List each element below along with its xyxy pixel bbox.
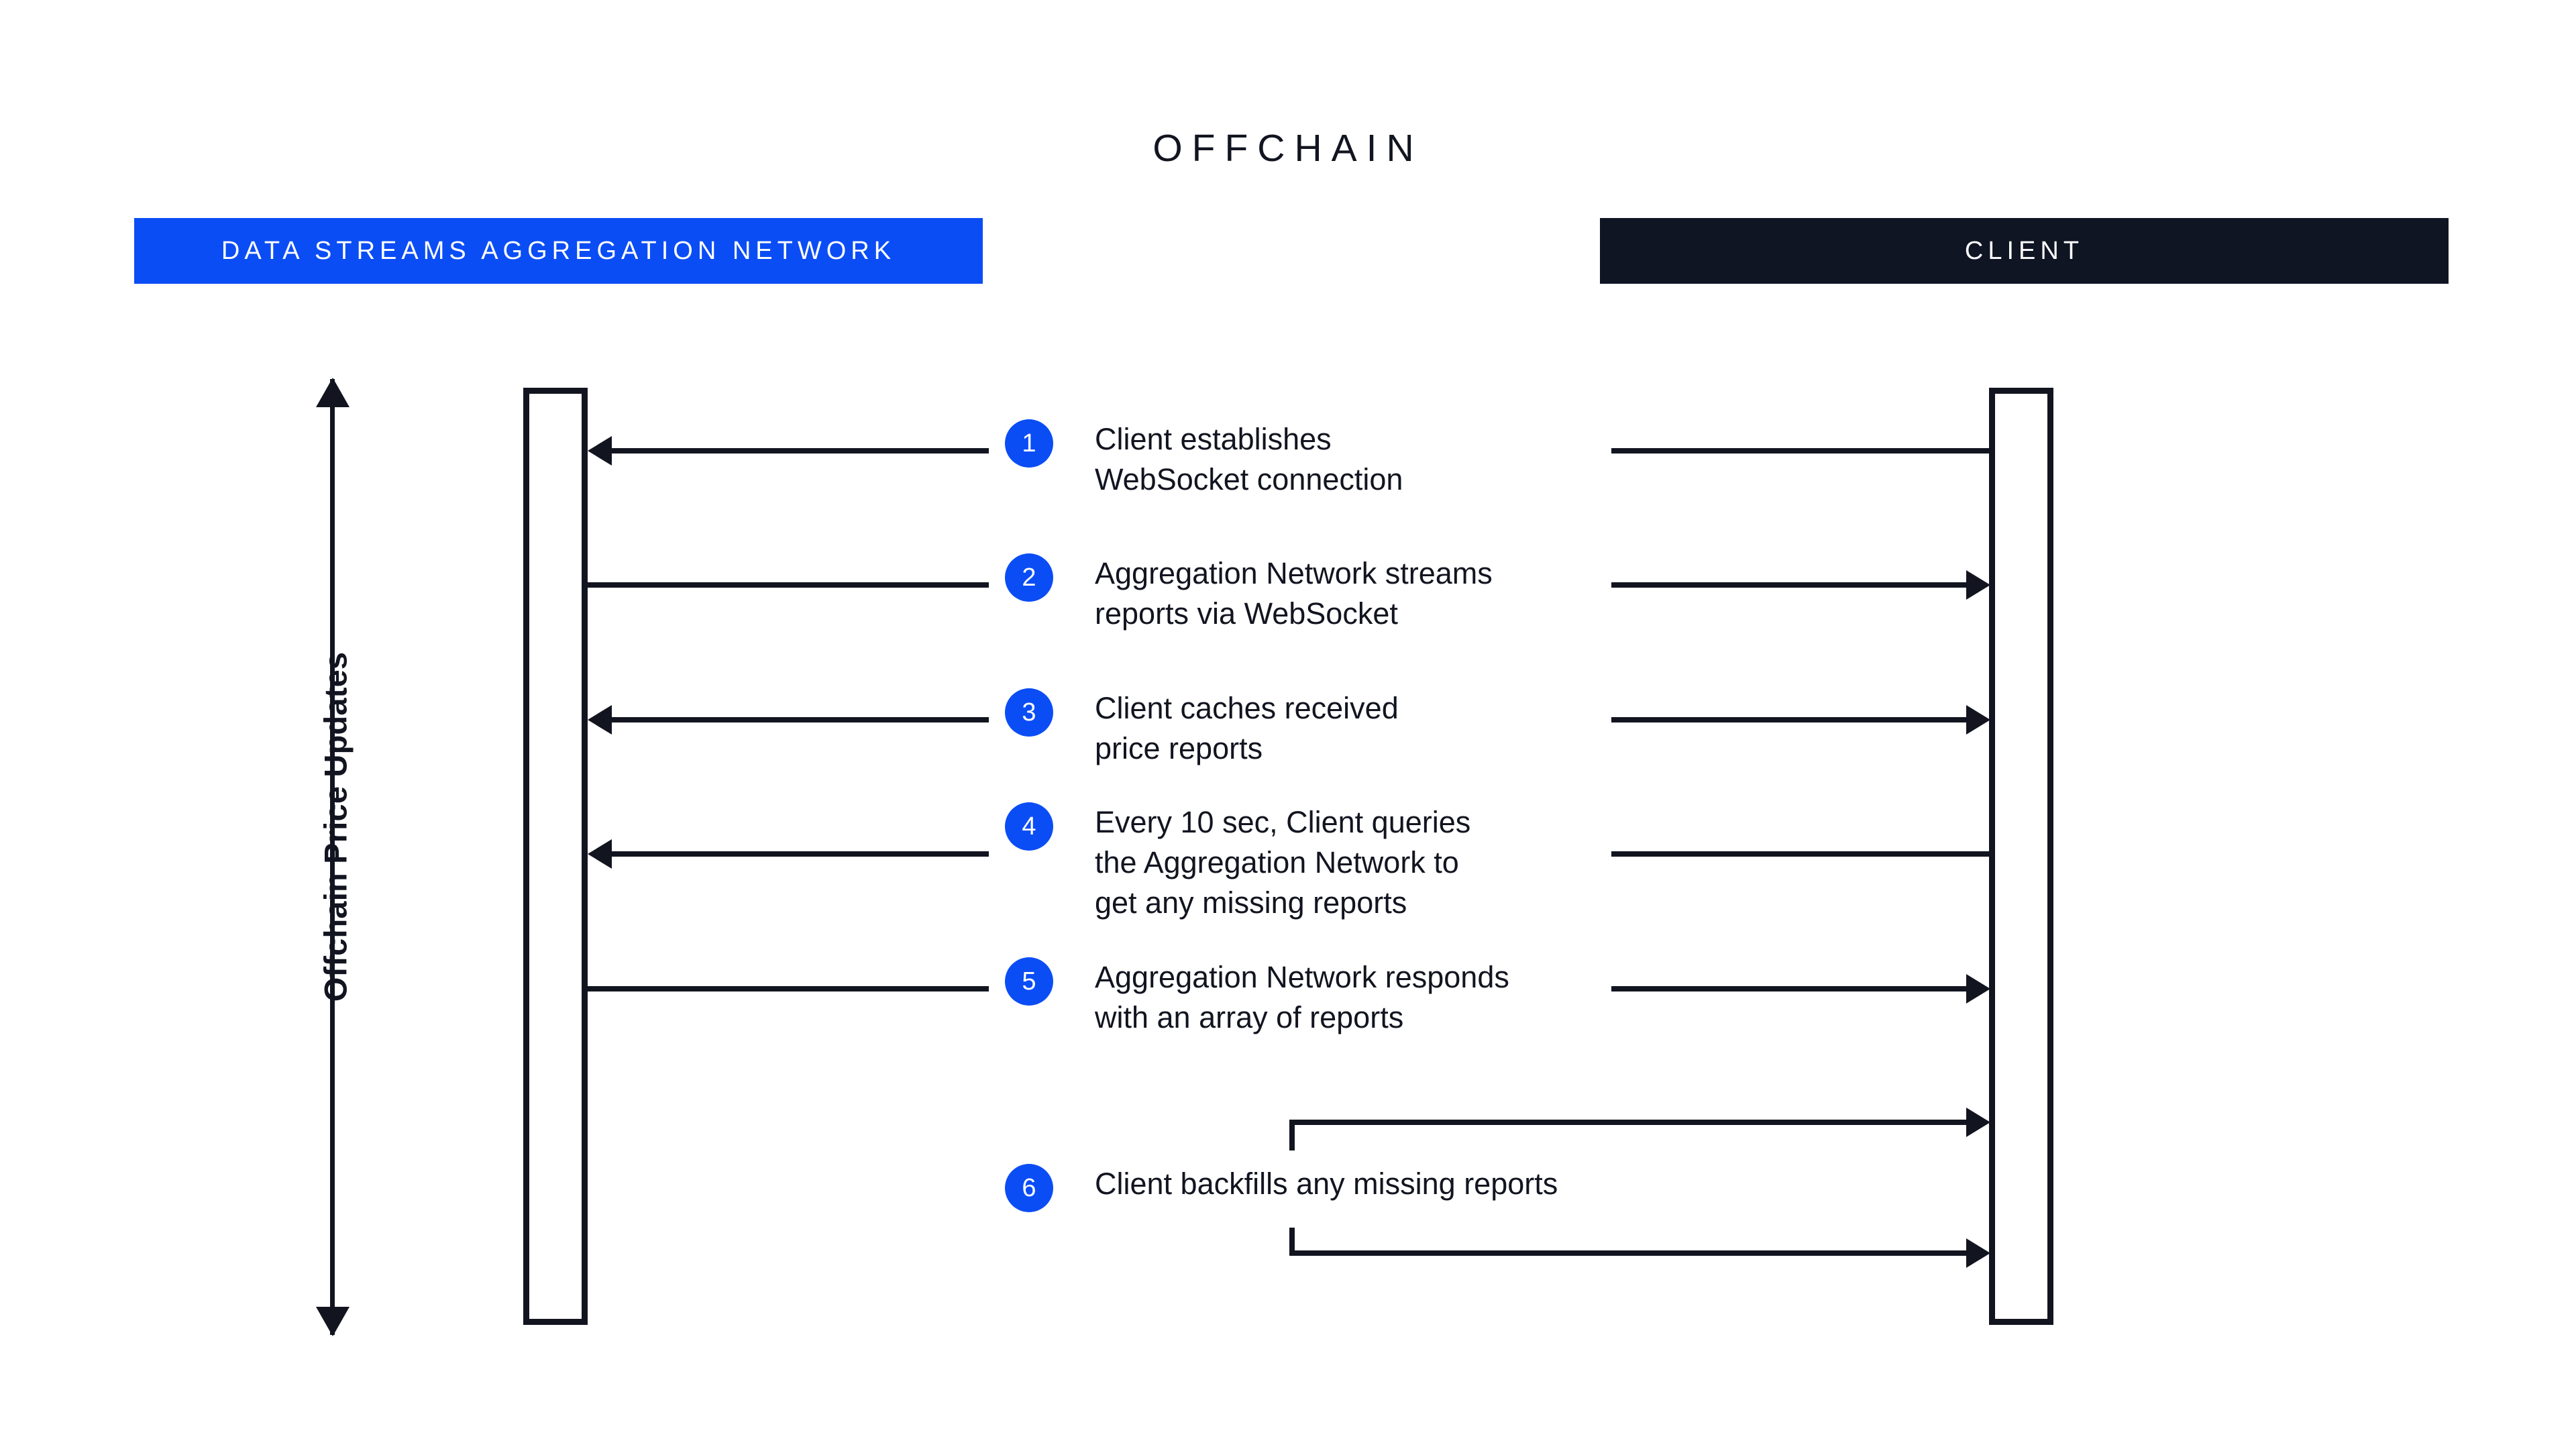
actor-header-client: CLIENT bbox=[1600, 218, 2449, 284]
message-line-right bbox=[1611, 717, 1966, 722]
self-loop-stub-top bbox=[1289, 1122, 1295, 1150]
step-badge: 5 bbox=[1005, 957, 1053, 1006]
step-caption: Client establishes WebSocket connection bbox=[1095, 422, 1403, 496]
step-3: 3 Client caches received price reports bbox=[1005, 688, 1399, 769]
arrowhead-right-icon bbox=[1966, 1108, 1990, 1137]
message-line-right bbox=[1611, 448, 1990, 453]
step-caption: Aggregation Network streams reports via … bbox=[1095, 556, 1493, 631]
message-line-left bbox=[612, 717, 989, 722]
message-line-left bbox=[588, 986, 989, 991]
message-line-left bbox=[612, 448, 989, 453]
arrowhead-right-icon bbox=[1966, 1238, 1990, 1268]
step-badge: 4 bbox=[1005, 802, 1053, 851]
step-6: 6 Client backfills any missing reports bbox=[1005, 1164, 1558, 1212]
self-loop-line-top bbox=[1289, 1120, 1966, 1125]
axis-line bbox=[330, 379, 335, 1335]
arrowhead-right-icon bbox=[1966, 705, 1990, 735]
message-line-left bbox=[588, 582, 989, 588]
step-5: 5 Aggregation Network responds with an a… bbox=[1005, 957, 1509, 1038]
arrowhead-right-icon bbox=[1966, 974, 1990, 1004]
page-title: OFFCHAIN bbox=[1152, 127, 1424, 170]
actor-header-label: DATA STREAMS AGGREGATION NETWORK bbox=[221, 236, 896, 265]
self-loop-line-bottom bbox=[1289, 1250, 1966, 1256]
actor-header-aggregation-network: DATA STREAMS AGGREGATION NETWORK bbox=[134, 218, 983, 284]
step-1: 1 Client establishes WebSocket connectio… bbox=[1005, 419, 1403, 500]
step-caption: Every 10 sec, Client queries the Aggrega… bbox=[1095, 805, 1471, 920]
message-line-right bbox=[1611, 582, 1966, 588]
step-4: 4 Every 10 sec, Client queries the Aggre… bbox=[1005, 802, 1470, 923]
lifeline-aggregation-network bbox=[523, 388, 588, 1325]
step-badge: 3 bbox=[1005, 688, 1053, 737]
step-badge: 2 bbox=[1005, 553, 1053, 602]
step-badge: 1 bbox=[1005, 419, 1053, 468]
arrowhead-left-icon bbox=[588, 839, 612, 869]
message-line-left bbox=[612, 851, 989, 857]
step-caption: Aggregation Network responds with an arr… bbox=[1095, 960, 1509, 1034]
message-line-right bbox=[1611, 986, 1966, 991]
arrowhead-right-icon bbox=[1966, 570, 1990, 600]
time-axis: Offchain Price Updates bbox=[288, 378, 376, 1336]
lifeline-client bbox=[1989, 388, 2053, 1325]
step-caption: Client caches received price reports bbox=[1095, 691, 1399, 765]
message-line-right bbox=[1611, 851, 1990, 857]
step-badge: 6 bbox=[1005, 1164, 1053, 1212]
step-2: 2 Aggregation Network streams reports vi… bbox=[1005, 553, 1493, 634]
step-caption: Client backfills any missing reports bbox=[1095, 1167, 1558, 1201]
arrowhead-left-icon bbox=[588, 705, 612, 735]
axis-label: Offchain Price Updates bbox=[317, 651, 354, 1002]
actor-header-label: CLIENT bbox=[1964, 236, 2084, 265]
axis-arrow-down-icon bbox=[316, 1307, 350, 1336]
arrowhead-left-icon bbox=[588, 436, 612, 466]
self-loop-stub-bottom bbox=[1289, 1228, 1295, 1256]
